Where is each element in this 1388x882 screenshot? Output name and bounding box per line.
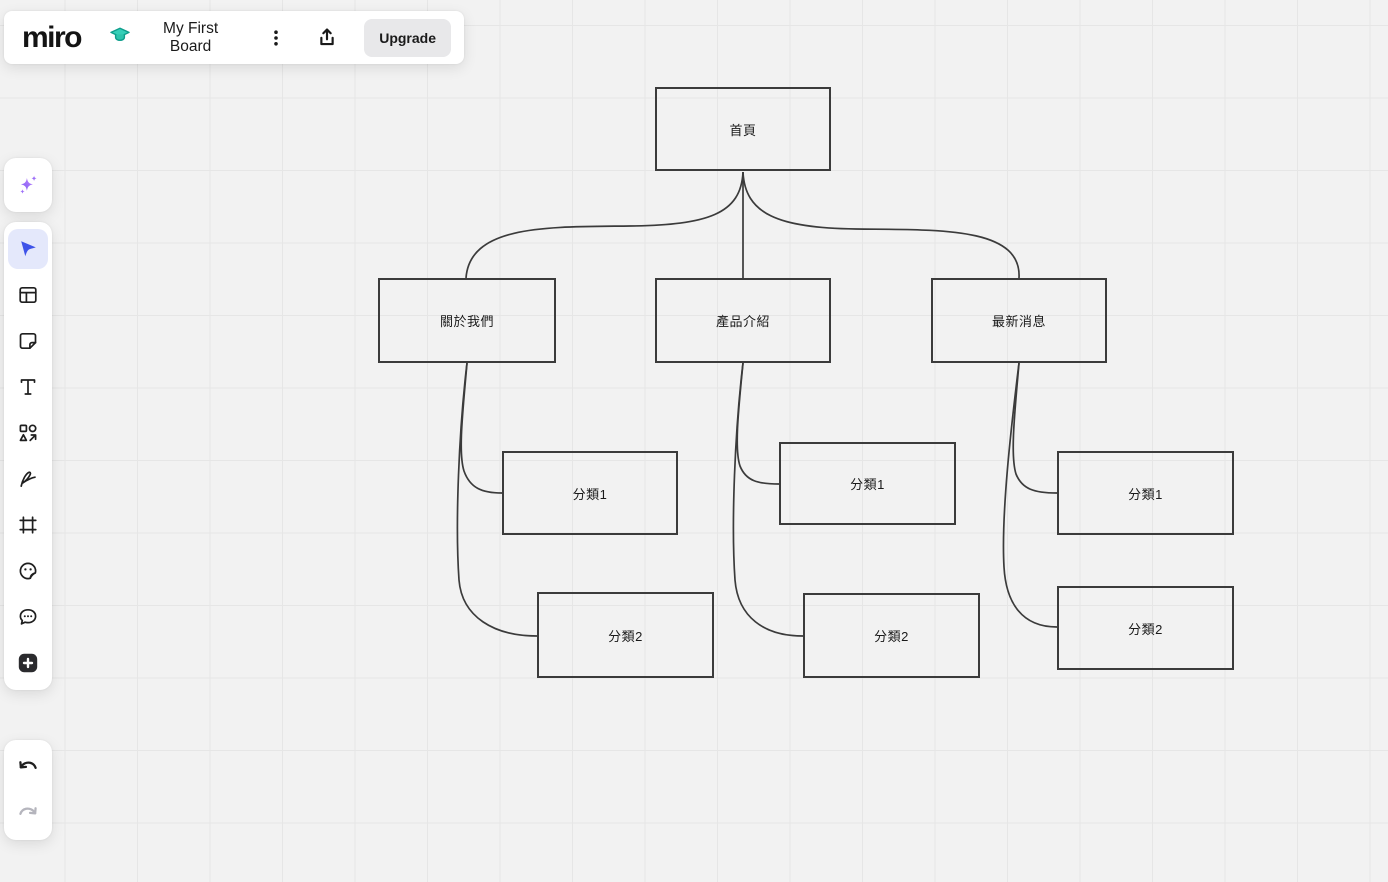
tool-select-button[interactable] [8, 229, 48, 269]
diagram-node-products-cat1[interactable]: 分類1 [779, 442, 956, 525]
redo-button[interactable] [8, 793, 48, 833]
history-toolbar [4, 740, 52, 840]
export-share-icon [314, 25, 340, 51]
shapes-icon [16, 421, 40, 445]
diagram-node-news-cat2[interactable]: 分類2 [1057, 586, 1234, 670]
upgrade-button[interactable]: Upgrade [364, 19, 451, 57]
share-export-button[interactable] [310, 21, 344, 55]
board-name: My First Board [143, 20, 238, 56]
board-menu-button[interactable] [262, 22, 290, 54]
diagram-node-products[interactable]: 產品介紹 [655, 278, 831, 363]
miro-logo[interactable]: miro [22, 23, 81, 53]
pen-icon [16, 467, 40, 491]
ai-sparkles-icon [15, 172, 41, 198]
tool-text-button[interactable] [8, 367, 48, 407]
undo-icon [15, 754, 41, 780]
connector-products-cat1[interactable] [737, 363, 779, 484]
connector-news-cat2[interactable] [1003, 363, 1057, 627]
board-info-button[interactable]: My First Board [108, 20, 238, 56]
connector-home-about[interactable] [466, 172, 743, 278]
tool-pen-button[interactable] [8, 459, 48, 499]
diagram-node-news-cat1[interactable]: 分類1 [1057, 451, 1234, 535]
diagram-node-about[interactable]: 關於我們 [378, 278, 556, 363]
app-header: miro My First Board Upgrade [4, 11, 464, 64]
connector-home-news[interactable] [743, 172, 1019, 278]
text-icon [16, 375, 40, 399]
redo-icon [15, 800, 41, 826]
templates-icon [16, 283, 40, 307]
connector-about-cat1[interactable] [461, 363, 502, 493]
plus-icon [16, 651, 40, 675]
ai-assist-button[interactable] [8, 165, 48, 205]
tool-frame-button[interactable] [8, 505, 48, 545]
connector-news-cat1[interactable] [1013, 363, 1057, 493]
tool-add-more-button[interactable] [8, 643, 48, 683]
sticky-note-icon [16, 329, 40, 353]
diagram-node-products-cat2[interactable]: 分類2 [803, 593, 980, 678]
diagram-node-home[interactable]: 首頁 [655, 87, 831, 171]
sticker-emoji-icon [16, 559, 40, 583]
ai-toolbar [4, 158, 52, 212]
education-cap-icon [108, 24, 132, 51]
undo-button[interactable] [8, 747, 48, 787]
kebab-menu-icon [266, 26, 286, 50]
tool-stickers-button[interactable] [8, 551, 48, 591]
diagram-node-about-cat2[interactable]: 分類2 [537, 592, 714, 678]
tool-sticky-note-button[interactable] [8, 321, 48, 361]
tool-comment-button[interactable] [8, 597, 48, 637]
tool-shapes-button[interactable] [8, 413, 48, 453]
main-toolbar [4, 222, 52, 690]
cursor-icon [16, 237, 40, 261]
comment-bubble-icon [16, 605, 40, 629]
frame-icon [16, 513, 40, 537]
diagram-node-news[interactable]: 最新消息 [931, 278, 1107, 363]
tool-templates-button[interactable] [8, 275, 48, 315]
diagram-node-about-cat1[interactable]: 分類1 [502, 451, 678, 535]
